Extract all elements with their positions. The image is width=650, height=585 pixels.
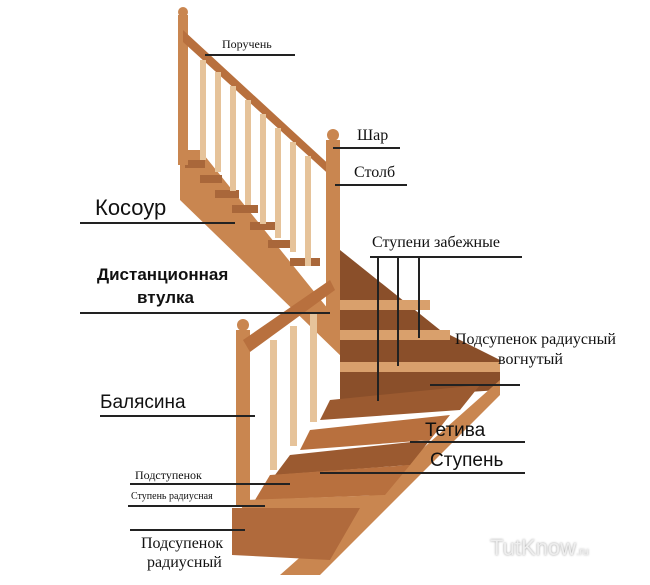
leader-line-ball (333, 147, 400, 149)
label-handrail: Поручень (222, 37, 272, 51)
label-concave-riser-1: Подсупенок радиусный (455, 331, 616, 348)
label-post: Столб (354, 164, 396, 181)
lower-steps (232, 385, 480, 560)
label-concave-riser-2: вогнутый (498, 351, 563, 368)
lower-balusters (270, 312, 317, 470)
label-winder-steps: Ступени забежные (372, 234, 500, 251)
watermark-logo: TutKnow.ru (490, 535, 589, 561)
label-spacer-2: втулка (137, 288, 194, 307)
leader-vline-3 (418, 256, 420, 338)
leader-line-baluster (100, 415, 255, 417)
leader-line-tetiva (410, 441, 525, 443)
label-tetiva: Тетива (425, 420, 486, 441)
label-riser: Подступенок (135, 468, 202, 482)
label-kosour: Косоур (95, 195, 167, 220)
leader-vline-2 (397, 256, 399, 366)
label-step: Ступень (430, 450, 504, 471)
upper-balusters (200, 60, 311, 266)
label-radius-riser-1: Подсупенок (141, 535, 224, 552)
top-post (178, 15, 188, 165)
leader-line-spacer (80, 312, 330, 314)
middle-post (326, 140, 340, 340)
upper-handrail (183, 30, 335, 180)
lower-handrail (243, 280, 335, 352)
label-radius-step: Ступень радиусная (131, 491, 213, 502)
label-radius-riser-2: радиусный (147, 554, 222, 571)
winder-steps-shape (340, 250, 500, 400)
leader-line-radius-riser (130, 529, 245, 531)
label-baluster: Балясина (100, 392, 186, 413)
leader-line-radius-step (128, 505, 265, 507)
leader-line-winder (370, 256, 522, 258)
watermark-tld: .ru (576, 546, 589, 558)
label-spacer-1: Дистанционная (97, 265, 229, 284)
leader-line-riser (130, 483, 290, 485)
leader-vline-1 (377, 256, 379, 401)
lower-post (236, 330, 250, 505)
leader-line-step (320, 472, 525, 474)
watermark-brand: TutKnow (490, 535, 577, 560)
label-ball: Шар (357, 127, 389, 144)
leader-line-post (335, 184, 407, 186)
leader-line-handrail (205, 54, 295, 56)
leader-line-concave-riser (430, 384, 520, 386)
leader-line-kosour (80, 222, 235, 224)
